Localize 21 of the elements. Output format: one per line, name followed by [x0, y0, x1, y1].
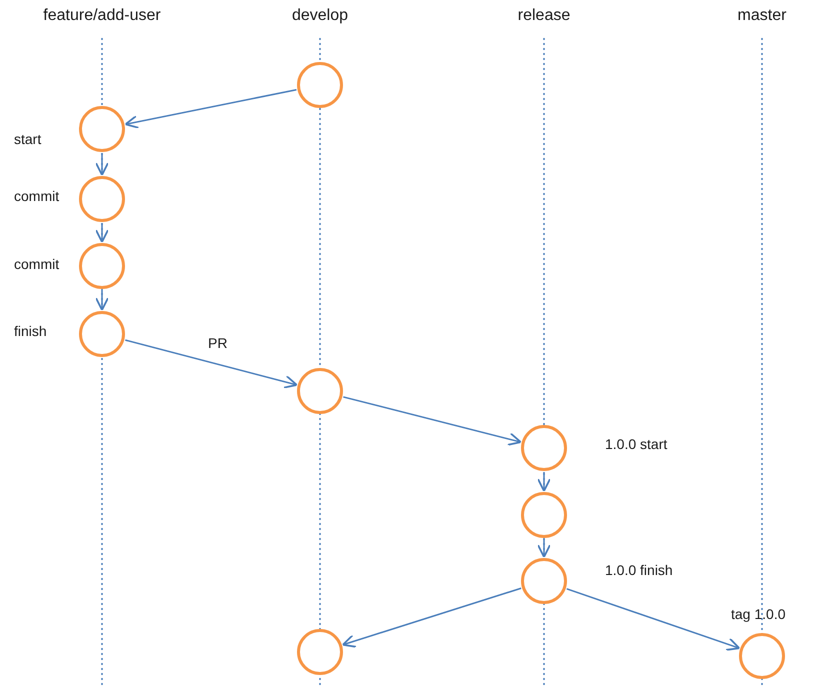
arrow: [124, 89, 297, 129]
arrow: [342, 588, 522, 648]
arrow: [566, 588, 740, 651]
arrow: [537, 472, 551, 492]
lane-header: develop: [292, 6, 348, 26]
lane-header: release: [518, 6, 570, 26]
arrow: [95, 223, 109, 243]
lane-header: master: [738, 6, 786, 26]
commit-caption: commit: [14, 187, 60, 206]
arrow: [537, 539, 551, 558]
commit-caption: commit: [14, 255, 60, 274]
lane-header: feature/add-user: [43, 6, 161, 26]
commit-caption: 1.0.0 finish: [605, 561, 673, 580]
commit-caption: finish: [14, 322, 47, 341]
arrow: [125, 339, 298, 389]
commit-caption: start: [14, 130, 42, 149]
commit-caption: tag 1.0.0: [731, 605, 786, 624]
commit-caption: 1.0.0 start: [605, 435, 668, 454]
arrow: [95, 153, 109, 176]
arrow: [343, 396, 522, 446]
arrow: [95, 290, 109, 311]
